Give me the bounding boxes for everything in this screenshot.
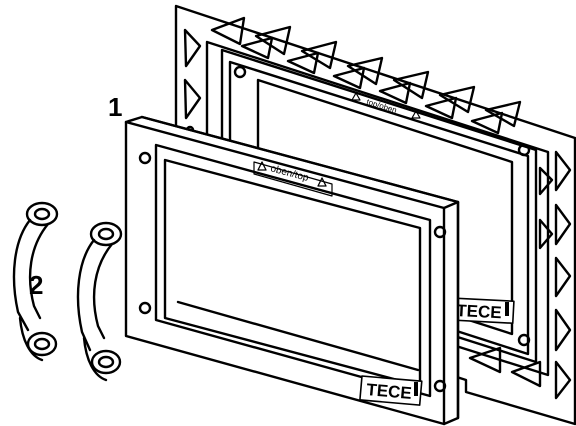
- callout-item-1: 1: [108, 92, 123, 122]
- frame-orientation-marking: [253, 161, 333, 197]
- spacer-bracket-left: [12, 201, 59, 362]
- panel-orientation-marking: [351, 92, 421, 119]
- svg-text:TECE: TECE: [456, 301, 502, 322]
- cover-frame: oben/top TECE: [124, 115, 460, 426]
- panel-tece-logo: TECE: [450, 297, 515, 325]
- svg-text:TECE: TECE: [366, 380, 413, 403]
- frame-tece-logo: TECE: [359, 375, 423, 406]
- frame-mounting-holes: [138, 151, 447, 393]
- spacer-bracket-right: [76, 221, 123, 382]
- panel-top-perforations: [210, 16, 522, 135]
- callout-item-2: 2: [29, 270, 44, 300]
- panel-right-perforations: [538, 150, 572, 400]
